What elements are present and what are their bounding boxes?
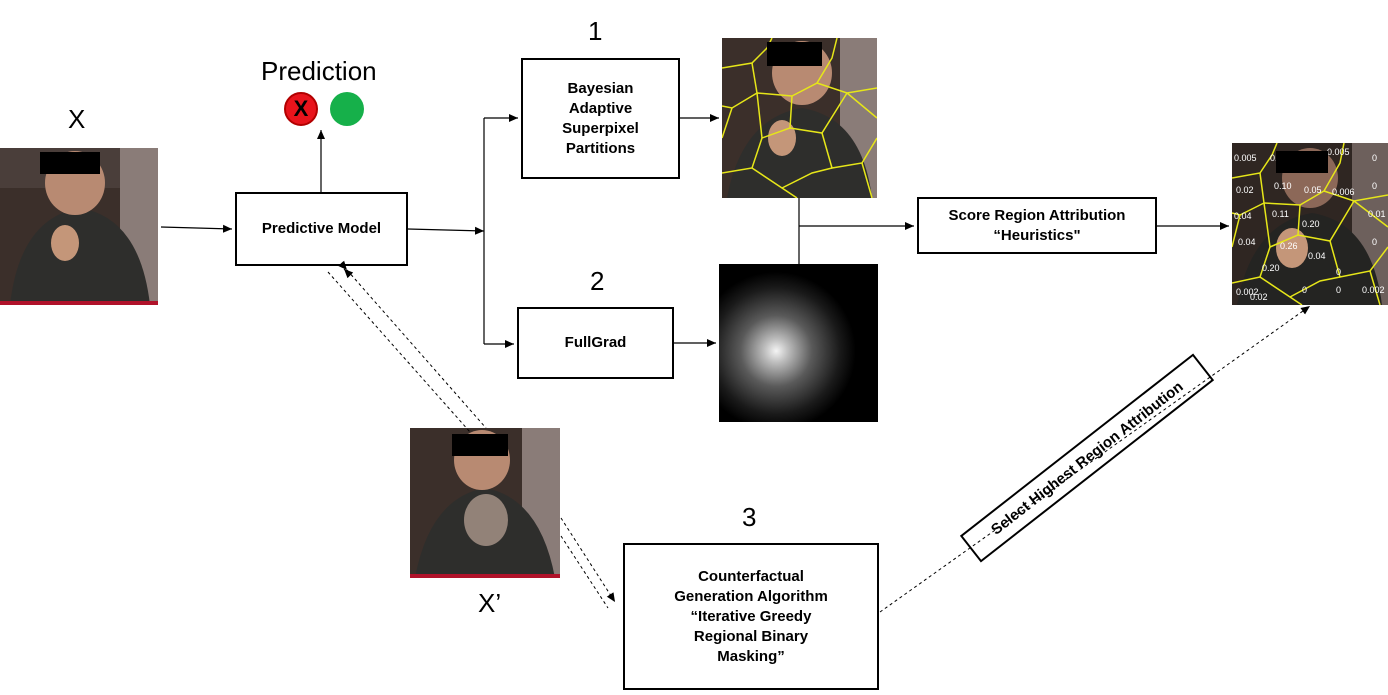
fullgrad-heatmap: [719, 264, 878, 422]
region-score-label: 0: [1372, 181, 1377, 191]
redaction-bar: [1276, 151, 1328, 173]
input-image: [0, 148, 158, 305]
bayesian-superpixel-box: Bayesian Adaptive Superpixel Partitions: [521, 58, 680, 179]
step-1-number: 1: [588, 16, 603, 46]
region-score-label: 0.05: [1304, 185, 1322, 195]
region-score-label: 0.005: [1234, 153, 1257, 163]
region-score-label: 0.11: [1272, 209, 1289, 219]
region-score-label: 0: [1336, 267, 1341, 277]
region-score-label: 0.04: [1234, 211, 1252, 221]
region-score-label: 0.04: [1308, 251, 1326, 261]
score-region-attribution-box: Score Region Attribution “Heuristics": [917, 197, 1157, 254]
region-score-label: 0.20: [1302, 219, 1320, 229]
superpixel-image: [722, 38, 877, 198]
redaction-bar: [767, 42, 822, 66]
input-x-label: X: [68, 104, 86, 134]
region-score-label: 0: [1336, 285, 1341, 295]
counterfactual-x-label: X’: [478, 588, 502, 618]
region-score-label: 0.10: [1274, 181, 1292, 191]
redaction-bar: [40, 152, 100, 174]
counterfactual-generation-box: Counterfactual Generation Algorithm “Ite…: [623, 543, 879, 690]
prediction-label: Prediction: [261, 56, 377, 86]
region-score-label: 0.005: [1327, 147, 1350, 157]
prediction-right-dot: [330, 92, 364, 126]
region-score-label: 0.02: [1236, 185, 1254, 195]
step-3-number: 3: [742, 502, 757, 532]
region-score-image: 0.0050.030.00500.020.100.050.00600.040.1…: [1232, 143, 1388, 305]
wrong-mark: X: [293, 96, 309, 121]
region-score-label: 0.26: [1280, 241, 1298, 251]
step-2-number: 2: [590, 266, 605, 296]
region-score-label: 0.002: [1236, 287, 1259, 297]
prediction-wrong-dot: X: [284, 92, 318, 126]
region-score-label: 0.01: [1368, 209, 1386, 219]
predictive-model-box: Predictive Model: [235, 192, 408, 266]
region-score-label: 0.006: [1332, 187, 1355, 197]
region-score-label: 0: [1372, 153, 1377, 163]
counterfactual-image: [410, 428, 560, 578]
region-score-label: 0.04: [1238, 237, 1256, 247]
redaction-bar: [452, 434, 508, 456]
region-score-label: 0: [1372, 237, 1377, 247]
region-score-label: 0.002: [1362, 285, 1385, 295]
select-highest-attribution-box: Select Highest Region Attribution: [959, 353, 1215, 563]
region-score-label: 0: [1302, 285, 1307, 295]
region-score-label: 0.02: [1250, 292, 1268, 302]
region-score-label: 0.20: [1262, 263, 1280, 273]
fullgrad-box: FullGrad: [517, 307, 674, 379]
